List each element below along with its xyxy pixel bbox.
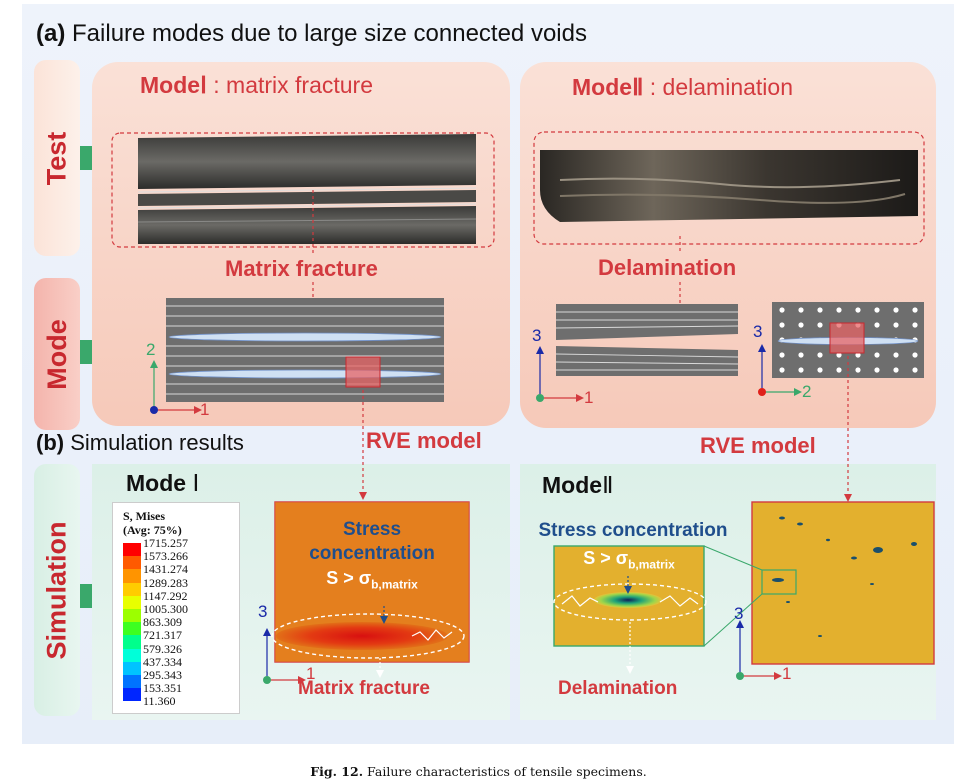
axis-a1-vertical: 2 <box>146 340 156 359</box>
legend-color-swatch <box>123 609 141 623</box>
legend-value: 721.317 <box>143 628 182 643</box>
legend-value: 1005.300 <box>143 602 188 616</box>
axis-a2-horizontal: 1 <box>584 388 594 407</box>
mode1-title: ModeⅠ : matrix fracture <box>140 72 374 98</box>
legend-color-swatch <box>123 622 141 636</box>
sim-inset-mode2 <box>553 545 763 647</box>
fiber-dot <box>779 307 785 313</box>
sim-plot-mode1 <box>271 501 470 663</box>
sim-mode2-title: ModeⅡ <box>542 472 614 498</box>
fiber-dot <box>798 307 804 313</box>
axis-b2-vertical: 3 <box>734 604 744 623</box>
fiber-dot <box>817 352 823 358</box>
test-photo-mode1 <box>111 132 495 248</box>
fiber-dot <box>817 322 823 328</box>
side-label-test: Test <box>34 60 80 256</box>
legend-value: 295.343 <box>143 668 182 682</box>
fiber-dot <box>836 367 842 373</box>
fiber-dot <box>836 307 842 313</box>
legend-value: 579.326 <box>143 641 182 656</box>
fiber-dot <box>912 322 918 328</box>
sim-mode1-title: Mode Ⅰ <box>126 470 200 496</box>
fiber-dot <box>855 367 861 373</box>
fiber-dot <box>912 367 918 373</box>
stress-concentration-mode1: Stress concentration S > σb,matrix <box>309 519 435 592</box>
legend-value: 11.360 <box>143 694 176 709</box>
stress-criterion-mode2: S > σb,matrix <box>583 548 675 572</box>
legend-value: 1573.266 <box>143 549 188 564</box>
label-rve-model-2: RVE model <box>700 433 816 458</box>
legend-color-swatch <box>123 582 141 596</box>
axis-a3-horizontal: 2 <box>802 382 812 401</box>
label-matrix-fracture: Matrix fracture <box>225 256 378 281</box>
axis-a2-vertical: 3 <box>532 326 542 345</box>
stress-concentration-mode2: Stress concentration <box>538 520 728 541</box>
legend-color-swatch <box>123 556 141 570</box>
axis-a3-vertical: 3 <box>753 322 763 341</box>
legend-color-swatch <box>123 675 141 689</box>
axis-b2-horizontal: 1 <box>782 664 792 683</box>
fiber-dot <box>798 322 804 328</box>
fiber-dot <box>893 367 899 373</box>
fiber-dot <box>779 367 785 373</box>
fiber-dot <box>817 307 823 313</box>
legend-color-swatch <box>123 648 141 662</box>
legend-value: 153.351 <box>143 681 182 696</box>
fiber-dot <box>874 367 880 373</box>
legend-color-swatch <box>123 569 141 583</box>
side-label-mode: Mode <box>34 278 80 430</box>
label-rve-model-1: RVE model <box>366 428 482 453</box>
legend-color-swatch <box>123 595 141 609</box>
legend-value: 1289.283 <box>143 575 188 590</box>
legend-value: 1715.257 <box>143 536 188 550</box>
label-delamination-sim: Delamination <box>558 678 678 699</box>
legend-color-swatch <box>123 635 141 649</box>
axis-b1-vertical: 3 <box>258 602 268 621</box>
axis-a1-horizontal: 1 <box>200 400 210 419</box>
legend-value: 1147.292 <box>143 588 188 603</box>
legend-color-swatch <box>123 661 141 675</box>
test-photo-mode2 <box>533 131 925 245</box>
figure-caption: Fig. 12. Failure characteristics of tens… <box>310 764 647 779</box>
axis-b1-horizontal: 1 <box>306 664 316 683</box>
fiber-dot <box>779 322 785 328</box>
mode2-title: ModeⅡ : delamination <box>572 74 793 100</box>
side-label-simulation: Simulation <box>34 464 80 716</box>
mode2-schematic-cross <box>772 302 924 378</box>
fiber-dot <box>912 307 918 313</box>
fiber-dot <box>855 307 861 313</box>
fiber-dot <box>798 367 804 373</box>
sim-plot-mode2 <box>751 501 935 665</box>
fiber-dot <box>874 322 880 328</box>
mode2-schematic-side <box>555 304 739 376</box>
fiber-dot <box>874 352 880 358</box>
fiber-dot <box>817 367 823 373</box>
fiber-dot <box>779 352 785 358</box>
section-b-header: (b) Simulation results <box>36 430 244 455</box>
fiber-dot <box>893 322 899 328</box>
legend-color-swatch <box>123 543 141 557</box>
legend-color-swatch <box>123 688 141 702</box>
legend-value: 1431.274 <box>143 562 188 577</box>
fiber-dot <box>893 352 899 358</box>
fiber-dot <box>855 352 861 358</box>
fiber-dot <box>874 307 880 313</box>
legend-title: S, Mises <box>123 509 165 523</box>
fiber-dot <box>893 307 899 313</box>
section-a-header: (a) Failure modes due to large size conn… <box>36 20 587 47</box>
fiber-dot <box>912 352 918 358</box>
label-matrix-fracture-sim: Matrix fracture <box>298 678 430 699</box>
fiber-dot <box>836 352 842 358</box>
mode1-schematic <box>166 298 444 402</box>
legend-value: 863.309 <box>143 615 182 630</box>
label-delamination: Delamination <box>598 255 737 280</box>
legend-subtitle: (Avg: 75%) <box>123 523 182 537</box>
fiber-dot <box>798 352 804 358</box>
legend-value: 437.334 <box>143 654 182 669</box>
